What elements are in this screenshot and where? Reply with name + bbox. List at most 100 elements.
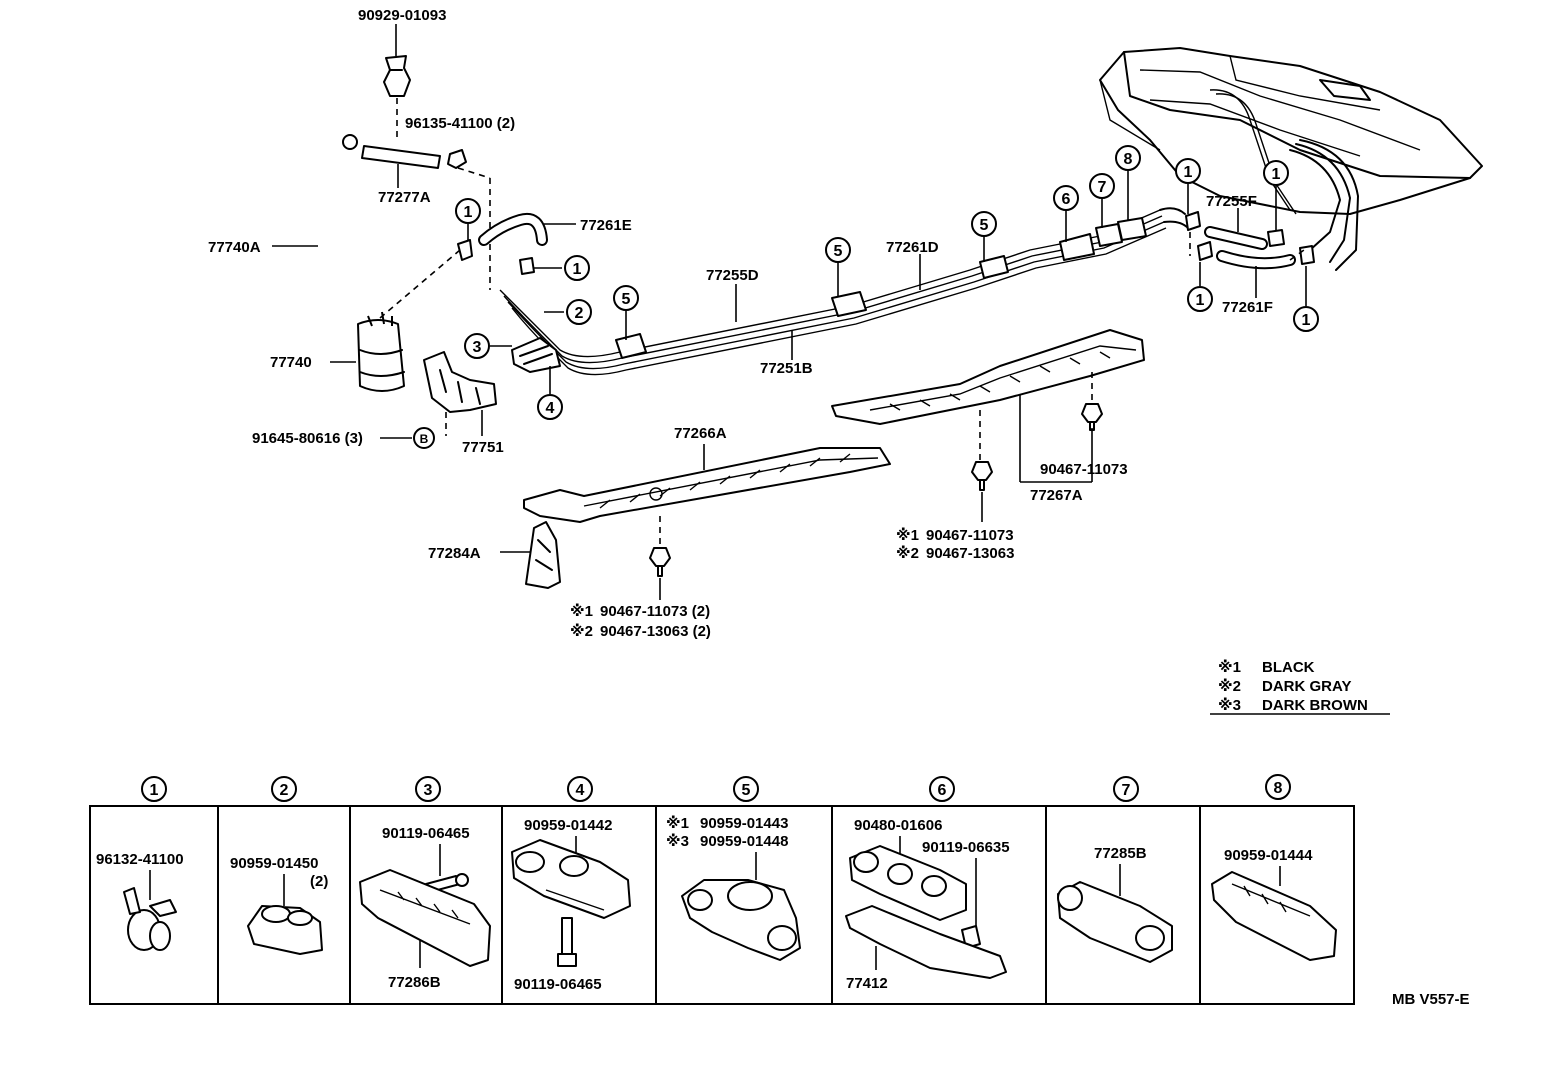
mark-low-a: ※1 [570, 602, 593, 620]
legend-text-1: BLACK [1262, 659, 1315, 676]
callout-1-d: 1 [1263, 160, 1289, 186]
callout-1-a: 1 [455, 198, 481, 224]
detail-6: 6 90480-01606 90119-06635 77412 [845, 776, 1010, 992]
mark-mid-b: ※2 [896, 544, 919, 562]
label-77740A: 77740A [208, 239, 261, 256]
svg-text:1: 1 [150, 782, 159, 799]
svg-text:8: 8 [1274, 780, 1283, 797]
svg-text:7: 7 [1122, 782, 1131, 799]
svg-text:B: B [420, 432, 429, 446]
detail-7-label: 77285B [1094, 845, 1147, 862]
svg-text:1: 1 [1302, 312, 1311, 329]
detail-2-label: 90959-01450 [230, 855, 318, 872]
detail-1: 1 96132-41100 [96, 776, 184, 951]
detail-3-label-b: 77286B [388, 974, 441, 991]
svg-text:4: 4 [546, 400, 555, 417]
svg-text:1: 1 [464, 204, 473, 221]
fuel-lines [499, 207, 1189, 376]
svg-text:8: 8 [1124, 151, 1133, 168]
tube-77740A [251, 203, 365, 315]
drawing-code: MB V557-E [1392, 991, 1470, 1008]
callout-7: 7 [1089, 173, 1115, 228]
label-77751: 77751 [462, 439, 504, 456]
clip-lower-center [649, 547, 671, 600]
legend-mark-3: ※3 [1218, 696, 1241, 714]
legend-text-3: DARK BROWN [1262, 697, 1368, 714]
callout-1-b: 1 [564, 255, 590, 281]
detail-8: 8 90959-01444 [1211, 774, 1337, 961]
callout-4: 4 [537, 366, 563, 420]
callout-5-a: 5 [613, 285, 639, 340]
detail-4-label-b: 90119-06465 [514, 976, 602, 993]
detail-4: 4 90959-01442 90119-06465 [511, 776, 631, 993]
detail-1-label: 96132-41100 [96, 851, 184, 868]
svg-text:1: 1 [1272, 166, 1281, 183]
clip-right-upper [1081, 403, 1103, 431]
detail-5-mark-b: ※3 [666, 832, 689, 850]
svg-text:1: 1 [1196, 292, 1205, 309]
label-low-90467-13063: 90467-13063 (2) [600, 623, 711, 640]
callout-3: 3 [464, 333, 512, 359]
detail-4-label-a: 90959-01442 [524, 817, 612, 834]
label-77267A: 77267A [1030, 487, 1083, 504]
svg-text:5: 5 [622, 291, 631, 308]
label-77740: 77740 [270, 354, 312, 371]
tank-clamps [1185, 184, 1315, 306]
label-91645-80616: 91645-80616 (3) [252, 430, 363, 447]
callout-5-c: 5 [971, 211, 997, 262]
label-77255D: 77255D [706, 267, 759, 284]
bracket-77751 [423, 351, 497, 436]
label-77261E: 77261E [580, 217, 632, 234]
svg-text:4: 4 [576, 782, 585, 799]
hose-77261E [478, 213, 576, 246]
label-90929-01093: 90929-01093 [358, 7, 446, 24]
canister-77740 [330, 249, 461, 392]
protector-77267A [831, 329, 1145, 483]
label-77266A: 77266A [674, 425, 727, 442]
mark-low-b: ※2 [570, 622, 593, 640]
svg-text:3: 3 [424, 782, 433, 799]
label-77277A: 77277A [378, 189, 431, 206]
callout-6: 6 [1053, 185, 1079, 242]
label-90467-11073-right: 90467-11073 [1040, 461, 1128, 478]
bolt-91645-80616: B [380, 427, 435, 449]
clip-right-lower [971, 461, 993, 522]
svg-text:5: 5 [980, 217, 989, 234]
label-77261D: 77261D [886, 239, 939, 256]
detail-5-label-b: 90959-01448 [700, 833, 788, 850]
bracket-77284A [500, 521, 561, 589]
legend-mark-1: ※1 [1218, 658, 1241, 676]
label-77255F: 77255F [1206, 193, 1257, 210]
detail-3: 3 90119-06465 77286B [359, 776, 491, 991]
detail-7: 7 77285B [1057, 776, 1173, 963]
detail-5-label-a: 90959-01443 [700, 815, 788, 832]
protector-77266A [523, 444, 891, 546]
callout-2: 2 [544, 299, 592, 325]
svg-text:5: 5 [742, 782, 751, 799]
svg-text:7: 7 [1098, 179, 1107, 196]
detail-6-label-a: 90480-01606 [854, 817, 942, 834]
label-mid-90467-11073: 90467-11073 [926, 527, 1014, 544]
fuel-tank [1099, 47, 1483, 271]
svg-text:3: 3 [473, 339, 482, 356]
hose-77255F [1204, 208, 1268, 250]
clamp-small-1 [457, 224, 473, 261]
hose-77261F [1216, 250, 1296, 298]
legend-text-2: DARK GRAY [1262, 678, 1351, 695]
svg-text:6: 6 [938, 782, 947, 799]
detail-3-label-a: 90119-06465 [382, 825, 470, 842]
callout-5-b: 5 [825, 237, 851, 296]
callout-1-f: 1 [1293, 306, 1319, 332]
detail-5: 5 ※1 90959-01443 ※3 90959-01448 [666, 776, 801, 961]
legend-mark-2: ※2 [1218, 677, 1241, 695]
label-96135-41100: 96135-41100 (2) [405, 115, 515, 132]
mark-mid-a: ※1 [896, 526, 919, 544]
detail-2: 2 90959-01450 (2) [230, 776, 328, 955]
callout-1-e: 1 [1187, 286, 1213, 312]
color-legend: ※1 BLACK ※2 DARK GRAY ※3 DARK BROWN [1210, 658, 1390, 715]
detail-5-mark-a: ※1 [666, 814, 689, 832]
label-low-90467-11073: 90467-11073 (2) [600, 603, 710, 620]
detail-8-label: 90959-01444 [1224, 847, 1313, 864]
